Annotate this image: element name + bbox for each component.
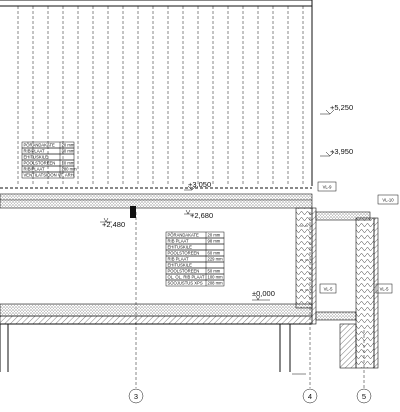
layer-value: 10 mm [62, 160, 75, 165]
tag-vl9: VL-9 [323, 185, 333, 190]
level-5250: +5,250 [330, 103, 353, 112]
layer-value: 60 mm [208, 250, 221, 255]
level-3950: +3,950 [330, 147, 353, 156]
layer-name: EHITUSKILE [168, 262, 193, 267]
tag-vl5-left: VL-5 [324, 287, 334, 292]
layer-name: PÕRANDAKATE [168, 232, 200, 237]
gridlines: 3 4 5 [128, 212, 372, 404]
layer-name: POOLSTOREEN [24, 160, 56, 165]
layer-name: POOLSTOREEN [168, 268, 200, 273]
layer-value: 98 mm [208, 238, 221, 243]
layer-value: 229 mm [208, 256, 224, 261]
tag-vl10: VL-10 [382, 198, 394, 203]
roof-layer-table: PÕRANDAKATE 20 mm RIBIPLAAT 30 mm EHITUSKILE… [21, 141, 78, 179]
layer-value: 208 mm [208, 280, 224, 285]
layer-name: RIBIPLAAT [24, 148, 46, 153]
level-3050: +3,050 [188, 180, 211, 189]
layer-name: VENTILATSIOON VT. ARH. [24, 172, 75, 177]
layer-value: 100 mm [208, 274, 224, 279]
tag-vl5-right: VL-5 [380, 287, 390, 292]
exterior-wall [295, 207, 379, 369]
foundations [0, 324, 306, 375]
layer-name: PÕRANDAKATE [24, 142, 56, 147]
layer-name: OL. OL. RIB PLAAT [168, 274, 205, 279]
layer-value: 30 mm [62, 148, 75, 153]
layer-name: RIB PLAAT [168, 256, 190, 261]
layer-row [165, 279, 225, 287]
upper-slab [0, 193, 313, 218]
level-2680: +2,680 [190, 211, 213, 220]
gridline-5-label: 5 [362, 392, 366, 401]
layer-value: 50 mm [208, 268, 221, 273]
layer-name: EHITUSKILE [168, 244, 193, 249]
roof-structure [0, 0, 313, 189]
layer-row [21, 171, 75, 179]
ground-slab [0, 303, 313, 325]
layer-name: SOOJUSTUS XPS [168, 280, 203, 285]
wall-tags: VL-9 VL-10 VL-5 VL-5 [317, 181, 399, 294]
level-2480: +2,480 [102, 220, 125, 229]
layer-name: EHITUSKILE [24, 154, 49, 159]
layer-name: RIB PLAAT [168, 238, 190, 243]
gridline-4-label: 4 [308, 392, 312, 401]
layer-value: 280 mm [62, 166, 78, 171]
level-markers: +5,250 +3,950 +3,050 +2,680 +2,480 ±0,00… [100, 103, 353, 301]
layer-value: 20 mm [208, 232, 221, 237]
layer-name: POOLSTOREEN [168, 250, 200, 255]
gridline-3-label: 3 [134, 392, 138, 401]
floor-layer-table: PÕRANDAKATE 20 mm RIB PLAAT 98 mm EHITUSKILE… [165, 231, 225, 287]
layer-value: 20 mm [62, 142, 75, 147]
layer-name: RIBIPLAAT [24, 166, 46, 171]
level-0000: ±0,000 [252, 289, 275, 298]
